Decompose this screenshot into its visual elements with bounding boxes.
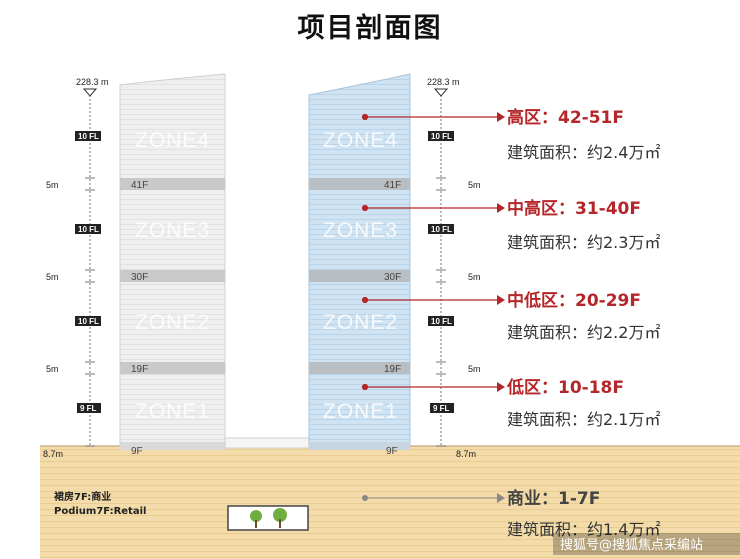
span-zone3-left: 10 FL bbox=[78, 225, 99, 234]
base-height-left: 8.7m bbox=[43, 449, 63, 459]
zone4-heading: 高区：42-51F bbox=[507, 107, 624, 128]
floor-41f-right: 41F bbox=[384, 180, 401, 191]
tree-icon bbox=[227, 505, 309, 531]
zone1-heading: 低区：10-18F bbox=[506, 377, 624, 398]
height-top-left: 228.3 m bbox=[76, 77, 109, 87]
floor-19f-right: 19F bbox=[384, 364, 401, 375]
retail-area: 建筑面积：约1.4万㎡ bbox=[507, 520, 660, 539]
leader-lines bbox=[361, 112, 505, 392]
podium-label-cn: 裙房7F:商业 bbox=[54, 490, 111, 503]
left-tower bbox=[119, 73, 226, 450]
zone4-area: 建筑面积：约2.4万㎡ bbox=[507, 143, 660, 162]
zone4-left: ZONE4 bbox=[135, 129, 210, 152]
zone1-right: ZONE1 bbox=[323, 400, 398, 423]
zone3-heading: 中高区：31-40F bbox=[507, 198, 641, 219]
base-height-right: 8.7m bbox=[456, 449, 476, 459]
podium-label-en: Podium7F:Retail bbox=[54, 506, 146, 517]
refuge-right-3: 5m bbox=[468, 364, 481, 374]
zone2-heading: 中低区：20-29F bbox=[507, 290, 641, 311]
zone4-right: ZONE4 bbox=[323, 129, 398, 152]
span-zone3-right: 10 FL bbox=[431, 225, 452, 234]
podium-block bbox=[40, 446, 740, 559]
zone1-area: 建筑面积：约2.1万㎡ bbox=[507, 410, 660, 429]
refuge-left-2: 5m bbox=[46, 272, 59, 282]
top-marker-right-icon bbox=[433, 88, 449, 97]
right-tower bbox=[308, 73, 411, 450]
zone3-area: 建筑面积：约2.3万㎡ bbox=[507, 233, 660, 252]
span-zone1-left: 9 FL bbox=[80, 404, 97, 413]
refuge-left-3: 5m bbox=[46, 364, 59, 374]
floor-41f-left: 41F bbox=[131, 180, 148, 191]
zone1-left: ZONE1 bbox=[135, 400, 210, 423]
watermark-text: 搜狐号@搜狐焦点采编站 bbox=[560, 538, 703, 553]
floor-30f-left: 30F bbox=[131, 272, 148, 283]
zone3-right: ZONE3 bbox=[323, 219, 398, 242]
span-zone4-right: 10 FL bbox=[431, 132, 452, 141]
right-dimensions bbox=[436, 95, 446, 447]
span-zone4-left: 10 FL bbox=[78, 132, 99, 141]
floor-30f-right: 30F bbox=[384, 272, 401, 283]
refuge-right-1: 5m bbox=[468, 180, 481, 190]
floor-9f-left: 9F bbox=[131, 446, 143, 457]
refuge-left-1: 5m bbox=[46, 180, 59, 190]
zone3-left: ZONE3 bbox=[135, 219, 210, 242]
zone2-left: ZONE2 bbox=[135, 311, 210, 334]
floor-9f-right: 9F bbox=[386, 446, 398, 457]
span-zone2-right: 10 FL bbox=[431, 317, 452, 326]
span-zone2-left: 10 FL bbox=[78, 317, 99, 326]
top-marker-left-icon bbox=[82, 88, 98, 97]
left-dimensions bbox=[85, 95, 95, 447]
page-title: 项目剖面图 bbox=[297, 13, 443, 44]
zone2-right: ZONE2 bbox=[323, 311, 398, 334]
refuge-right-2: 5m bbox=[468, 272, 481, 282]
floor-19f-left: 19F bbox=[131, 364, 148, 375]
podium-leader bbox=[362, 493, 505, 503]
retail-heading: 商业：1-7F bbox=[507, 488, 600, 509]
span-zone1-right: 9 FL bbox=[433, 404, 450, 413]
height-top-right: 228.3 m bbox=[427, 77, 460, 87]
zone2-area: 建筑面积：约2.2万㎡ bbox=[507, 323, 660, 342]
